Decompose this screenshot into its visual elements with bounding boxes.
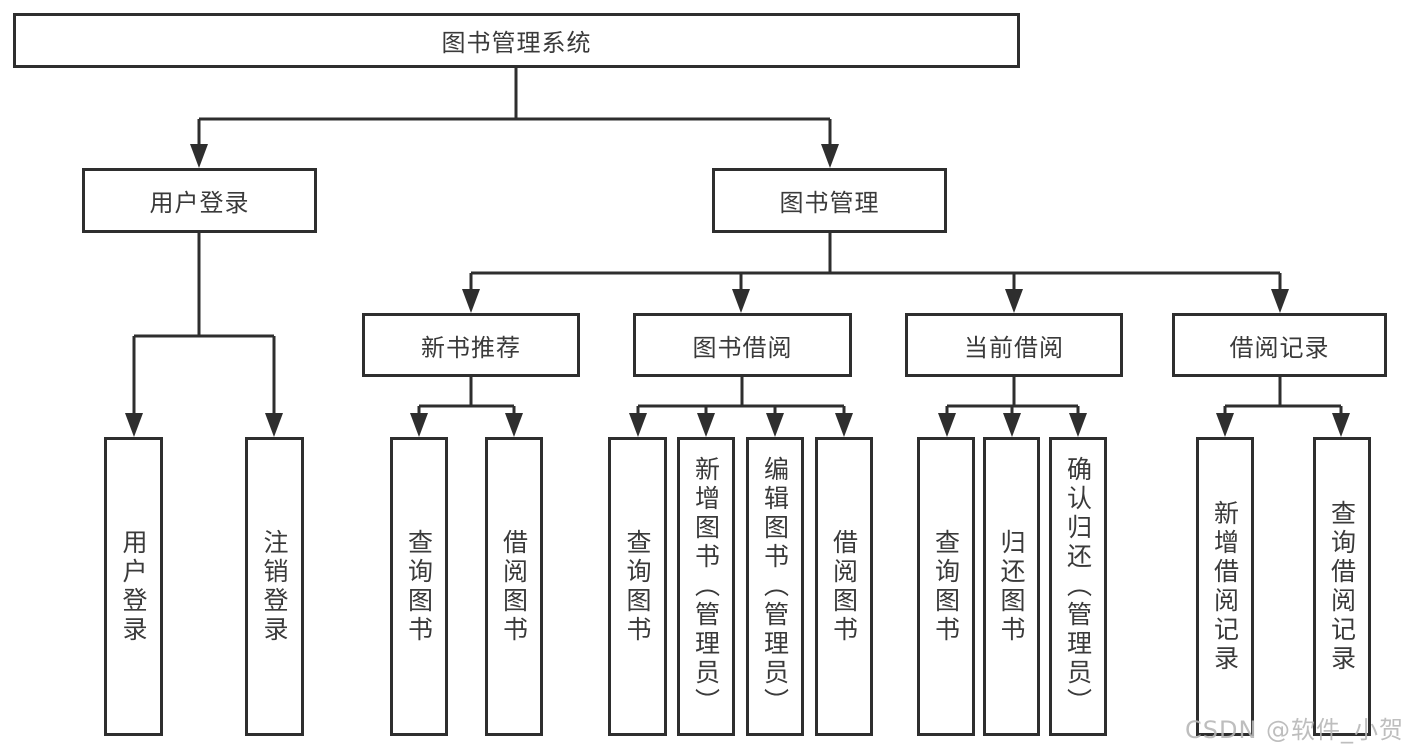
connector-new-book-recommend: [410, 377, 523, 437]
node-new-book-recommend: 新书推荐: [362, 313, 580, 377]
connector-current-borrow: [938, 377, 1087, 437]
node-book-borrow: 图书借阅: [633, 313, 852, 377]
leaf-query-books-3: 查询图书: [917, 437, 975, 736]
leaf-logout: 注销登录: [245, 437, 304, 736]
connector-book-management: [462, 233, 1289, 313]
leaf-edit-books-admin: 编辑图书（管理员）: [746, 437, 804, 736]
connector-root: [190, 68, 839, 168]
node-user-login: 用户登录: [82, 168, 317, 233]
leaf-query-borrow-record: 查询借阅记录: [1313, 437, 1371, 736]
leaf-return-books: 归还图书: [983, 437, 1040, 736]
leaf-borrow-books-2: 借阅图书: [815, 437, 873, 736]
node-borrow-records: 借阅记录: [1172, 313, 1387, 377]
leaf-borrow-books-1: 借阅图书: [485, 437, 543, 736]
leaf-query-books-1: 查询图书: [390, 437, 448, 736]
leaf-user-login: 用户登录: [104, 437, 163, 736]
leaf-query-books-2: 查询图书: [608, 437, 667, 736]
watermark: CSDN @软件_小贺同学: [1185, 716, 1405, 744]
node-current-borrow: 当前借阅: [905, 313, 1123, 377]
node-book-management: 图书管理: [712, 168, 947, 233]
connector-user-login: [125, 233, 283, 437]
connector-borrow-records: [1216, 377, 1350, 437]
leaf-confirm-return-admin: 确认归还（管理员）: [1049, 437, 1107, 736]
leaf-add-books-admin: 新增图书（管理员）: [677, 437, 735, 736]
leaf-add-borrow-record: 新增借阅记录: [1196, 437, 1254, 736]
connector-book-borrow: [629, 377, 853, 437]
node-book-management-system: 图书管理系统: [13, 13, 1020, 68]
